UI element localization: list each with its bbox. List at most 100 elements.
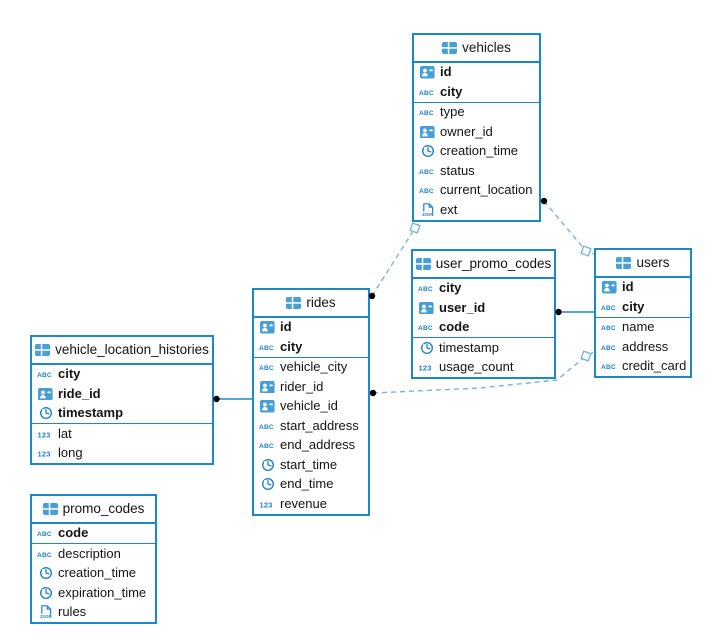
field-row-rider_id[interactable]: rider_id [254, 377, 368, 397]
table-header[interactable]: rides [254, 290, 368, 318]
field-row-expiration_time[interactable]: expiration_time [32, 583, 155, 603]
field-row-id[interactable]: id [414, 63, 539, 83]
field-row-owner_id[interactable]: owner_id [414, 122, 539, 142]
field-row-ride_id[interactable]: ride_id [32, 384, 212, 404]
field-row-start_time[interactable]: start_time [254, 455, 368, 475]
field-row-creation_time[interactable]: creation_time [32, 564, 155, 584]
text-type-icon: ABC [601, 341, 618, 353]
field-row-code[interactable]: ABC code [413, 318, 554, 338]
field-name: creation_time [440, 143, 519, 159]
field-row-creation_time[interactable]: creation_time [414, 142, 539, 162]
table-header[interactable]: users [596, 250, 690, 278]
field-row-vehicle_city[interactable]: ABC vehicle_city [254, 358, 368, 378]
field-row-type[interactable]: ABC type [414, 103, 539, 123]
svg-text:ABC: ABC [601, 305, 616, 312]
field-row-status[interactable]: ABC status [414, 161, 539, 181]
time-type-icon [259, 458, 276, 472]
field-row-rules[interactable]: JSON rules [32, 603, 155, 623]
table-header[interactable]: vehicle_location_histories [32, 337, 212, 365]
field-name: timestamp [439, 339, 499, 355]
field-row-id[interactable]: id [596, 278, 690, 298]
field-name: name [622, 319, 655, 335]
field-row-city[interactable]: ABC city [414, 82, 539, 102]
table-vehicles[interactable]: vehicles id ABC city ABC type owner_id [412, 33, 541, 222]
field-row-current_location[interactable]: ABC current_location [414, 181, 539, 201]
field-row-city[interactable]: ABC city [254, 337, 368, 357]
text-type-icon: ABC [418, 282, 435, 294]
field-row-timestamp[interactable]: timestamp [413, 338, 554, 358]
relationship-line[interactable] [543, 200, 595, 255]
field-name: city [58, 366, 81, 382]
svg-text:123: 123 [260, 500, 273, 509]
field-name: rider_id [280, 378, 324, 394]
text-type-icon: ABC [601, 301, 618, 313]
fields-section: timestamp 123 usage_count [413, 338, 554, 377]
numeric-type-icon: 123 [37, 447, 54, 459]
field-row-long[interactable]: 123 long [32, 444, 212, 464]
field-name: ride_id [58, 385, 101, 401]
fields-section: ABC description creation_time expiration… [32, 544, 155, 622]
field-row-vehicle_id[interactable]: vehicle_id [254, 397, 368, 417]
table-icon [442, 41, 458, 54]
field-row-usage_count[interactable]: 123 usage_count [413, 358, 554, 378]
field-name: user_id [439, 299, 486, 315]
field-row-name[interactable]: ABC name [596, 318, 690, 338]
id-badge-icon [418, 301, 435, 314]
field-row-description[interactable]: ABC description [32, 544, 155, 564]
field-row-revenue[interactable]: 123 revenue [254, 494, 368, 514]
time-type-icon [37, 566, 54, 580]
table-rides[interactable]: rides id ABC city ABC vehicle_city rider… [252, 288, 370, 516]
id-badge-icon [259, 400, 276, 413]
table-vehicle_location_histories[interactable]: vehicle_location_histories ABC city ride… [30, 335, 214, 465]
field-row-timestamp[interactable]: timestamp [32, 404, 212, 424]
table-users[interactable]: users id ABC city ABC name ABC address A… [594, 248, 692, 378]
field-row-end_address[interactable]: ABC end_address [254, 436, 368, 456]
field-row-end_time[interactable]: end_time [254, 475, 368, 495]
table-header[interactable]: user_promo_codes [413, 251, 554, 279]
field-name: status [440, 162, 475, 178]
field-row-city[interactable]: ABC city [32, 365, 212, 385]
text-type-icon: ABC [418, 321, 435, 333]
time-type-icon [419, 144, 436, 158]
field-row-user_id[interactable]: user_id [413, 298, 554, 318]
field-name: id [280, 319, 292, 335]
field-name: usage_count [439, 359, 514, 375]
id-badge-icon [259, 380, 276, 393]
field-row-ext[interactable]: JSON ext [414, 200, 539, 220]
field-name: expiration_time [58, 584, 147, 600]
field-row-start_address[interactable]: ABC start_address [254, 416, 368, 436]
table-user_promo_codes[interactable]: user_promo_codes ABC city user_id ABC co… [411, 249, 556, 379]
table-header[interactable]: vehicles [414, 35, 539, 63]
svg-text:ABC: ABC [418, 286, 433, 293]
field-row-lat[interactable]: 123 lat [32, 424, 212, 444]
time-type-icon [37, 406, 54, 420]
fields-section: ABC type owner_id creation_time ABC stat… [414, 103, 539, 220]
relationship-user_promo_codes-users [555, 308, 595, 316]
svg-text:ABC: ABC [37, 372, 52, 379]
svg-text:ABC: ABC [259, 443, 274, 450]
json-type-icon: JSON [419, 202, 436, 217]
text-type-icon: ABC [259, 341, 276, 353]
field-row-id[interactable]: id [254, 318, 368, 338]
table-name: promo_codes [62, 501, 145, 517]
field-row-credit_card[interactable]: ABC credit_card [596, 357, 690, 377]
time-type-icon [259, 477, 276, 491]
svg-text:ABC: ABC [259, 424, 274, 431]
field-row-code[interactable]: ABC code [32, 524, 155, 544]
table-name: user_promo_codes [435, 256, 552, 272]
field-row-city[interactable]: ABC city [413, 279, 554, 299]
id-badge-icon [419, 66, 436, 79]
text-type-icon: ABC [37, 548, 54, 560]
table-promo_codes[interactable]: promo_codes ABC code ABC description cre… [30, 494, 157, 624]
text-type-icon: ABC [37, 527, 54, 539]
id-badge-icon [259, 321, 276, 334]
field-name: current_location [440, 182, 533, 198]
id-badge-icon [601, 281, 618, 294]
numeric-type-icon: 123 [37, 428, 54, 440]
field-row-address[interactable]: ABC address [596, 337, 690, 357]
table-header[interactable]: promo_codes [32, 496, 155, 524]
primary-key-section: id ABC city [414, 63, 539, 103]
field-row-city[interactable]: ABC city [596, 297, 690, 317]
time-type-icon [418, 341, 435, 355]
